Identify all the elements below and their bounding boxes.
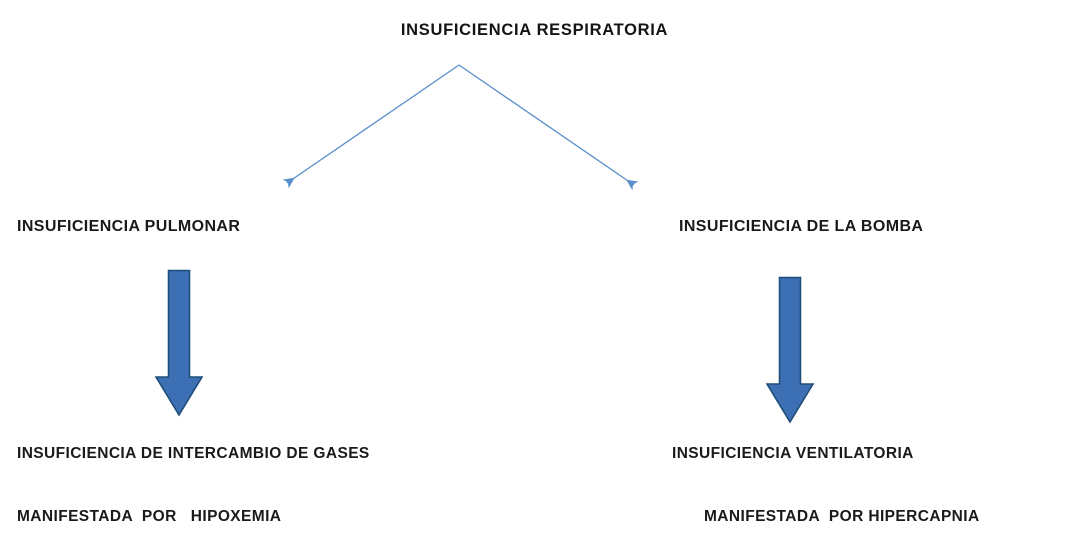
outcome-detail-left: MANIFESTADA POR HIPOXEMIA [17, 508, 282, 525]
branch-label-right: INSUFICIENCIA DE LA BOMBA [679, 218, 924, 235]
down-arrow-left [154, 269, 204, 417]
diagram-title: INSUFICIENCIA RESPIRATORIA [400, 21, 669, 39]
outcome-label-left: INSUFICIENCIA DE INTERCAMBIO DE GASES [17, 445, 370, 462]
split-arrow-left-line [282, 64, 460, 189]
outcome-detail-right: MANIFESTADA POR HIPERCAPNIA [704, 508, 980, 525]
branch-label-left: INSUFICIENCIA PULMONAR [17, 218, 241, 235]
down-arrow-right [765, 276, 815, 424]
outcome-label-right: INSUFICIENCIA VENTILATORIA [672, 445, 914, 462]
split-arrow-right-line [458, 64, 639, 191]
